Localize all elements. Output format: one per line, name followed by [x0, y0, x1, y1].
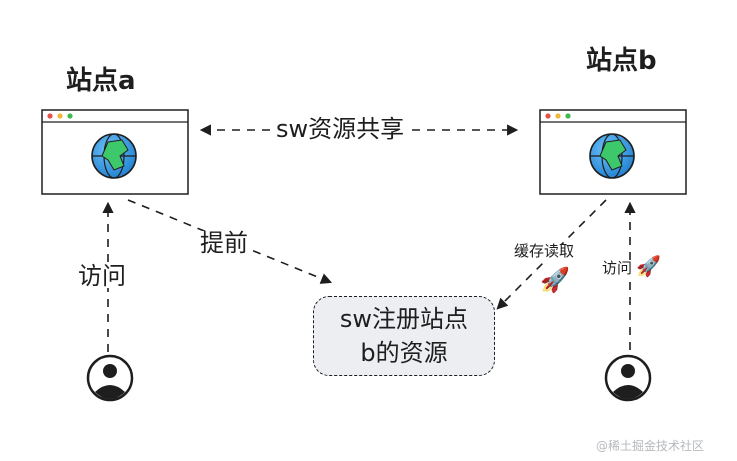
window-minimize-dot	[555, 113, 561, 119]
user-avatar-icon	[604, 354, 652, 402]
browser-window-a	[41, 109, 189, 195]
browser-window-b	[539, 109, 687, 195]
site-b-title: 站点b	[586, 46, 657, 76]
watermark: @稀土掘金技术社区	[596, 439, 705, 453]
visit-b-label: 访问	[600, 259, 635, 277]
window-maximize-dot	[565, 113, 571, 119]
window-maximize-dot	[67, 113, 73, 119]
center-node-line2: b的资源	[360, 339, 448, 367]
user-avatar-icon	[86, 354, 134, 402]
center-node-line1: sw注册站点	[339, 305, 469, 333]
center-node: sw注册站点 b的资源	[313, 296, 495, 376]
cache-read-label: 缓存读取	[514, 242, 575, 260]
rocket-icon: 🚀	[636, 254, 661, 278]
rocket-icon: 🚀	[540, 266, 570, 294]
globe-icon	[91, 133, 137, 179]
prefetch-label: 提前	[196, 231, 252, 255]
site-a-title: 站点a	[66, 66, 136, 96]
window-close-dot	[545, 113, 551, 119]
window-close-dot	[47, 113, 53, 119]
share-label: sw资源共享	[272, 117, 409, 141]
globe-icon	[589, 133, 635, 179]
visit-a-label: 访问	[74, 264, 130, 288]
window-minimize-dot	[57, 113, 63, 119]
